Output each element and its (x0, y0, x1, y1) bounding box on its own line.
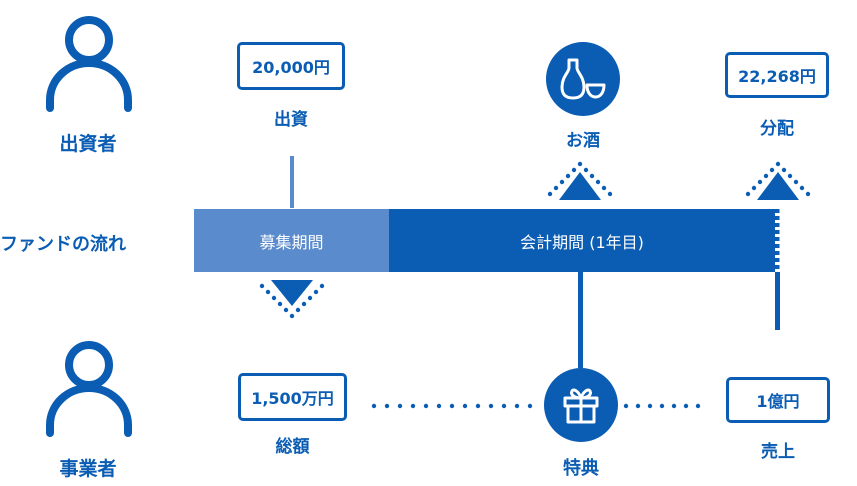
sake-up-arrow (547, 161, 613, 200)
sales-amount-box: 1億円 (726, 377, 830, 423)
sake-icon (560, 58, 606, 100)
investment-amount-box: 20,000円 (237, 42, 345, 90)
investor-person-icon (42, 12, 136, 112)
benefit-circle (544, 368, 618, 442)
total-label: 総額 (275, 437, 310, 457)
distribution-amount-box: 22,268円 (725, 52, 829, 98)
accounting-period-bar: 会計期間 (1年目) (389, 209, 775, 272)
timeline-dashed-end (774, 209, 780, 272)
flow-title: ファンドの流れ (0, 234, 126, 255)
sales-label: 売上 (761, 442, 795, 462)
dotted-line-right (623, 403, 703, 409)
total-amount-box: 1,500万円 (238, 373, 347, 421)
distribution-label: 分配 (760, 119, 794, 139)
benefit-connector-line (578, 272, 583, 368)
distribution-up-arrow (745, 161, 811, 200)
recruitment-down-arrow (259, 280, 325, 319)
recruitment-period-bar: 募集期間 (194, 209, 389, 272)
investment-label: 出資 (274, 110, 308, 130)
sake-label: お酒 (566, 131, 600, 151)
benefit-label: 特典 (563, 458, 599, 479)
business-person-icon (42, 337, 136, 437)
business-label: 事業者 (59, 458, 117, 480)
gift-icon (563, 388, 599, 424)
dotted-line-left (371, 403, 539, 409)
investor-label: 出資者 (59, 133, 117, 155)
investment-connector-line (290, 156, 294, 208)
sales-connector-line (775, 272, 780, 330)
sake-circle (546, 42, 620, 116)
